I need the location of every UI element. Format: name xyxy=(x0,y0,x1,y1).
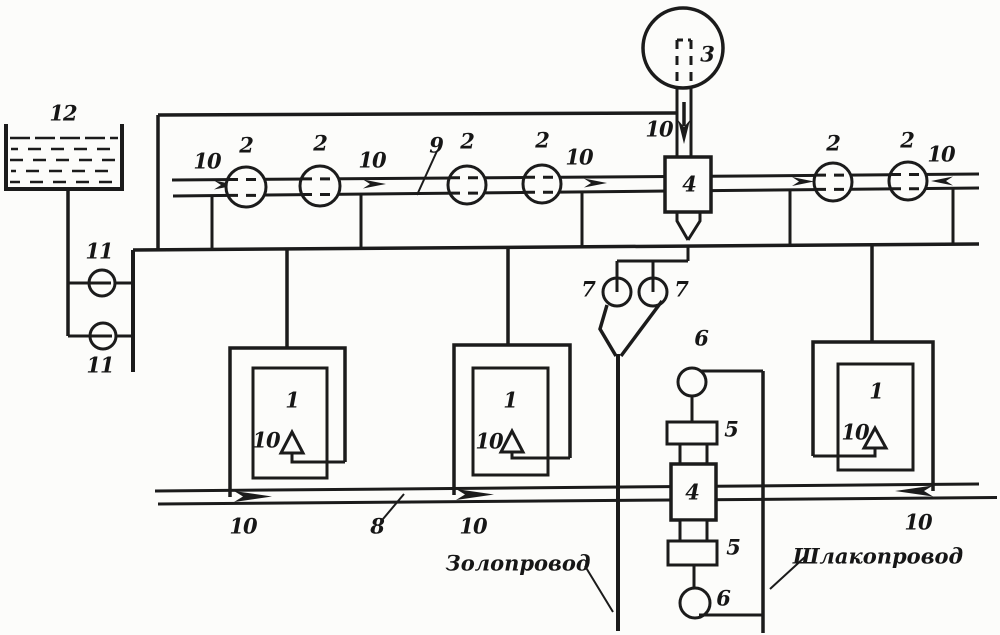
slag-shaft-3 xyxy=(641,6,725,158)
boiler-1-left xyxy=(228,249,347,497)
seal-5-bottom xyxy=(666,539,719,567)
gate-6-bottom xyxy=(678,586,712,620)
receiver-2-4 xyxy=(521,163,563,205)
ejector-7 xyxy=(598,246,690,631)
pump-11-lower xyxy=(88,321,118,351)
water-tank xyxy=(4,124,124,191)
receiver-2-1 xyxy=(224,165,268,209)
boiler-1-right xyxy=(811,245,935,491)
seal-5-top xyxy=(665,420,719,446)
crusher-4-top xyxy=(663,155,713,241)
receiver-2-2 xyxy=(298,164,342,208)
lower-channel-flow-arrows xyxy=(234,485,933,502)
leader-lines xyxy=(382,150,807,613)
headers xyxy=(132,111,980,252)
receiver-2-3 xyxy=(446,164,488,206)
crusher-4-bottom xyxy=(669,462,718,522)
pump-piping xyxy=(66,189,135,372)
boiler-1-middle xyxy=(452,247,572,495)
lower-channel xyxy=(154,482,998,506)
pump-11-upper xyxy=(87,268,117,298)
upper-channel xyxy=(171,172,980,250)
receiver-2-5 xyxy=(812,161,854,203)
nozzle-7-left xyxy=(601,276,633,308)
nozzle-7-right xyxy=(637,276,669,308)
receivers-2 xyxy=(224,160,929,209)
receiver-2-6 xyxy=(887,160,929,202)
slag-crusher-assembly xyxy=(665,366,765,633)
